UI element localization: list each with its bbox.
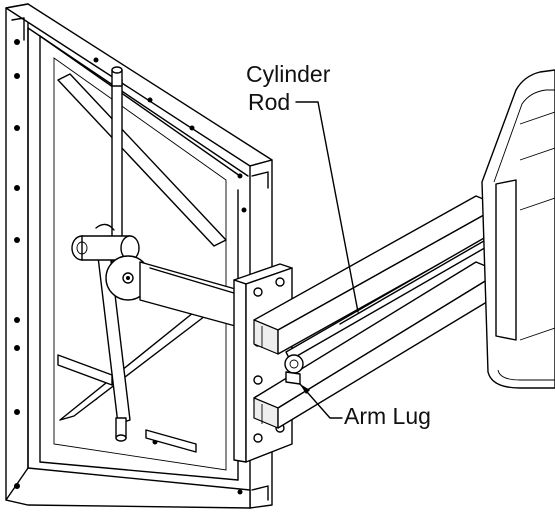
label-cylinder-rod-line2: Rod <box>248 89 290 115</box>
mounting-frame <box>5 3 273 509</box>
leader-arm-lug-arrowhead <box>300 384 310 394</box>
carriage-plate <box>233 263 293 463</box>
attachment-face <box>481 69 555 389</box>
leader-arm-lug <box>299 383 343 419</box>
leader-cylinder-rod <box>295 101 359 313</box>
label-arm-lug-text: Arm Lug <box>344 403 431 429</box>
label-arm-lug: Arm Lug <box>299 383 431 429</box>
label-cylinder-rod: Cylinder Rod <box>246 61 359 313</box>
telescoping-arms <box>253 195 503 429</box>
scissor-linkage <box>57 66 227 453</box>
label-cylinder-rod-line1: Cylinder <box>246 61 331 87</box>
